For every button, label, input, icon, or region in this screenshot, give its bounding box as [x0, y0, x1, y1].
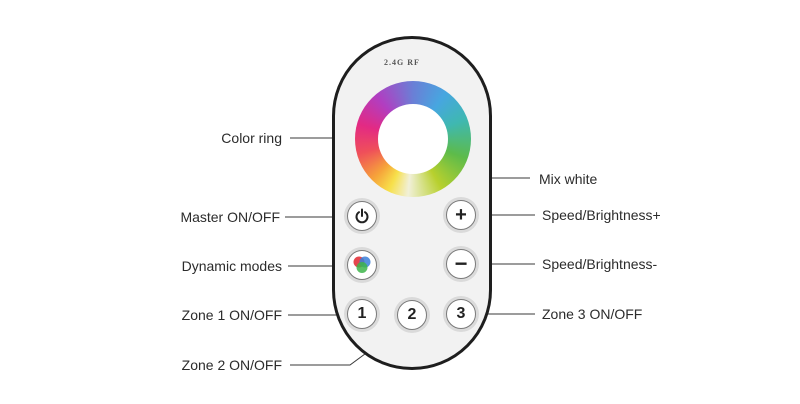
label-master: Master ON/OFF	[180, 209, 280, 225]
label-dynamic: Dynamic modes	[181, 258, 282, 274]
zone-2-button[interactable]: 2	[397, 300, 427, 330]
rgb-circles-icon	[353, 256, 371, 273]
speed-brightness-minus-button[interactable]: −	[446, 249, 476, 279]
color-ring-center	[378, 104, 448, 174]
brand-label: 2.4G RF	[384, 58, 420, 67]
zone-3-button[interactable]: 3	[446, 299, 476, 329]
label-mix-white: Mix white	[539, 171, 598, 187]
zone-1-button[interactable]: 1	[347, 299, 377, 329]
label-zone2: Zone 2 ON/OFF	[181, 357, 282, 373]
label-speed-minus: Speed/Brightness-	[542, 256, 658, 272]
label-zone3: Zone 3 ON/OFF	[542, 306, 643, 322]
speed-brightness-plus-button[interactable]: +	[446, 200, 476, 230]
power-icon	[355, 208, 369, 224]
master-power-button[interactable]	[347, 201, 377, 231]
label-color-ring: Color ring	[221, 130, 282, 146]
dynamic-modes-button[interactable]	[347, 250, 377, 280]
label-zone1: Zone 1 ON/OFF	[181, 307, 282, 323]
label-speed-plus: Speed/Brightness+	[542, 207, 661, 223]
